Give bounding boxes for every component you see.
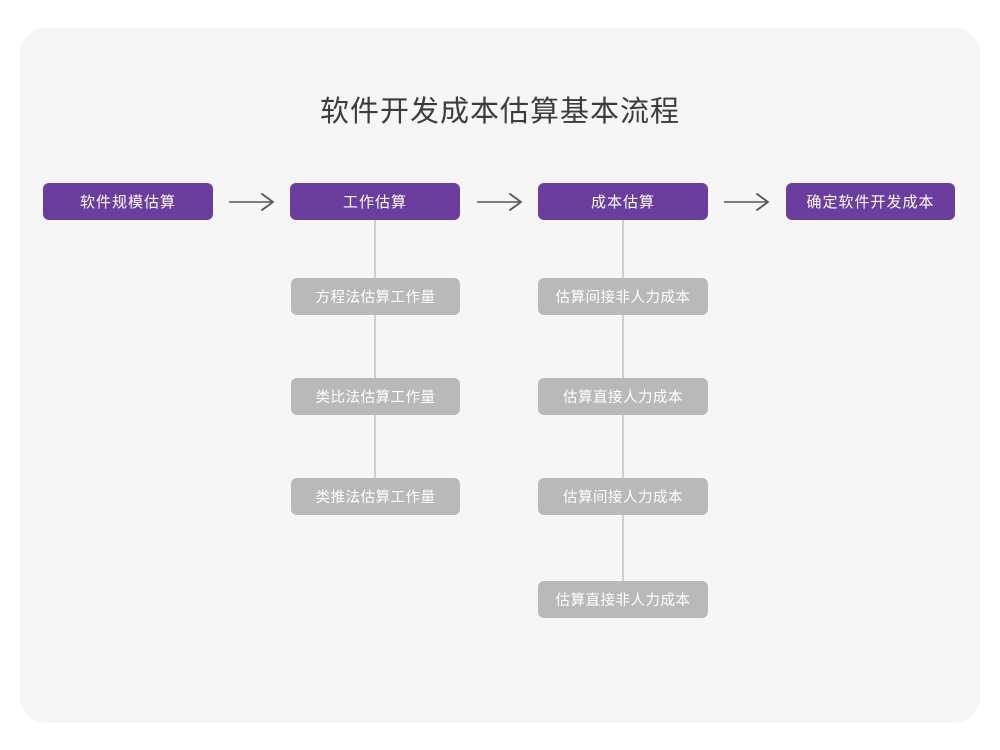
- node-label: 软件规模估算: [79, 194, 176, 211]
- node-label: 成本估算: [590, 194, 655, 211]
- page-title: 软件开发成本估算基本流程: [319, 96, 680, 128]
- node-label: 类推法估算工作量: [315, 490, 436, 506]
- node-label: 估算间接人力成本: [563, 490, 683, 506]
- flow-substep-2-3[interactable]: 类推法估算工作量: [291, 478, 460, 515]
- flow-substep-3-2[interactable]: 估算直接人力成本: [538, 378, 708, 415]
- connector-line: [622, 220, 624, 618]
- flow-substep-2-2[interactable]: 类比法估算工作量: [291, 378, 460, 415]
- right-arrow-icon: [228, 192, 276, 212]
- node-label: 估算间接非人力成本: [555, 290, 691, 306]
- node-label: 工作估算: [342, 194, 407, 211]
- node-label: 方程法估算工作量: [315, 290, 436, 306]
- node-label: 估算直接非人力成本: [555, 593, 691, 609]
- diagram-card: [20, 28, 980, 723]
- node-label: 类比法估算工作量: [315, 390, 436, 406]
- node-label: 确定软件开发成本: [806, 194, 935, 211]
- node-label: 估算直接人力成本: [563, 390, 683, 406]
- flow-step-1[interactable]: 软件规模估算: [43, 183, 213, 220]
- connector-line: [374, 220, 376, 515]
- flow-step-3[interactable]: 成本估算: [538, 183, 708, 220]
- flow-substep-3-4[interactable]: 估算直接非人力成本: [538, 581, 708, 618]
- flow-step-2[interactable]: 工作估算: [290, 183, 460, 220]
- right-arrow-icon: [476, 192, 524, 212]
- flow-step-4[interactable]: 确定软件开发成本: [786, 183, 955, 220]
- flow-substep-3-3[interactable]: 估算间接人力成本: [538, 478, 708, 515]
- flow-substep-2-1[interactable]: 方程法估算工作量: [291, 278, 460, 315]
- flow-substep-3-1[interactable]: 估算间接非人力成本: [538, 278, 708, 315]
- right-arrow-icon: [723, 192, 771, 212]
